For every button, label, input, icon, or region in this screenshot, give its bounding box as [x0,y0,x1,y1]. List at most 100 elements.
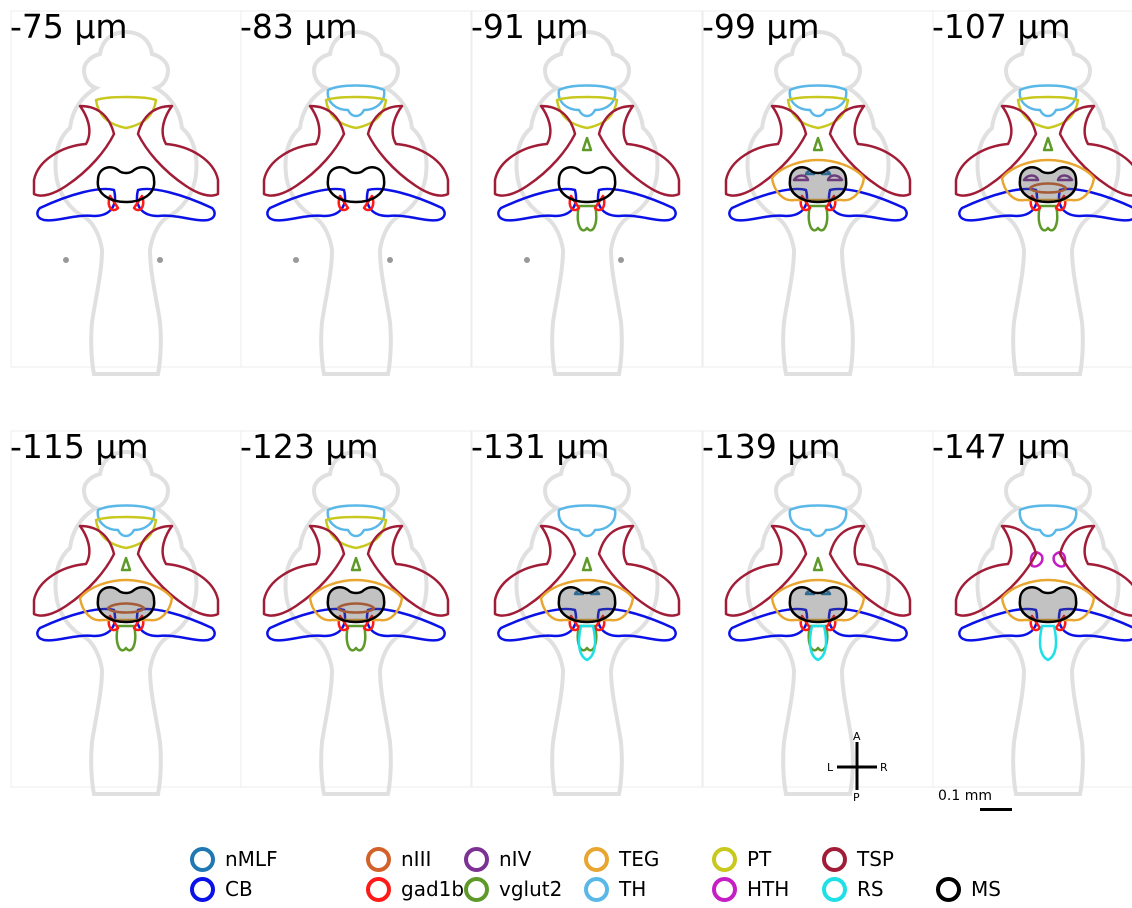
region-outline-niv [792,174,810,182]
legend-label: TH [619,877,647,901]
region-outline-tsp [136,524,220,617]
depth-label: -75 µm [10,7,128,46]
region-outline-rs [808,624,828,662]
depth-label: -123 µm [240,427,379,466]
legend-label: RS [857,877,884,901]
region-outline-cb [36,607,117,642]
region-outline-tsp [828,524,912,617]
region-outline-ms [788,166,848,204]
region-outline-cb [135,187,216,222]
legend-label: nIV [499,847,532,871]
brain-section-drawing [240,10,472,376]
region-outline-teg [539,578,635,622]
legend-item-niii: nIII [366,846,431,872]
brain-section-drawing [240,430,472,796]
legend-ring-icon [190,876,215,902]
panel-frame [932,10,1132,368]
region-outline-vglut2 [1037,204,1059,232]
region-outline-pt [94,515,158,550]
region-outline-tsp [262,524,346,617]
region-outline-tsp [828,104,912,197]
region-outline-cb [365,187,446,222]
legend-item-pt: PT [712,846,771,872]
legend-ring-icon [584,846,609,872]
region-outline-vglut2 [812,556,824,572]
orientation-compass: A P L R [823,730,893,806]
brain-outline [283,449,429,796]
brain-section-panel: -131 µm [471,430,703,820]
region-outline-tsp [724,104,808,197]
region-outline-tsp [366,104,450,197]
panel-frame [471,430,703,788]
marker-dot [618,257,624,263]
region-outline-hth [1052,551,1067,568]
brain-outline [745,29,891,376]
orientation-posterior: P [853,791,860,804]
region-outline-th [1018,504,1078,538]
region-outline-tsp [1058,104,1132,197]
region-outline-cb [958,607,1039,642]
panel-frame [932,430,1132,788]
marker-dot [387,257,393,263]
region-outline-ms [96,166,156,204]
legend-label: vglut2 [499,877,563,901]
brain-outline [745,449,891,796]
legend-item-vglut2: vglut2 [464,876,562,902]
legend-item-tsp: TSP [822,846,894,872]
panel-frame [240,430,472,788]
region-outline-cb [135,607,216,642]
region-outline-pt [324,515,388,550]
brain-section-drawing [471,10,703,376]
region-outline-hth [1029,551,1044,568]
region-outline-cb [266,187,347,222]
region-outline-vglut2 [120,556,132,572]
region-outline-vglut2 [345,624,367,652]
region-outline-cb [36,187,117,222]
legend-ring-icon [464,846,489,872]
region-outline-teg [78,578,174,622]
region-outline-th [96,504,156,538]
region-outline-vglut2 [576,204,598,232]
region-outline-vglut2 [812,136,824,152]
brain-section-drawing [702,430,934,796]
brain-outline [975,449,1121,796]
brain-section-panel: -115 µm [10,430,242,820]
depth-label: -115 µm [10,427,149,466]
brain-section-drawing [932,10,1132,376]
region-outline-niv [826,174,844,182]
region-outline-tsp [954,524,1038,617]
region-outline-niii [1028,182,1068,194]
marker-dot [524,257,530,263]
region-outline-cb [266,607,347,642]
region-outline-th [788,504,848,538]
region-outline-tsp [262,104,346,197]
brain-section-panel: -147 µm [932,430,1132,820]
legend-label: nIII [401,847,432,871]
legend-item-rs: RS [822,876,884,902]
legend-ring-icon [822,846,847,872]
region-outline-th [326,504,386,538]
legend-ring-icon [366,876,391,902]
region-outline-rs [1038,624,1058,662]
region-outline-tsp [493,104,577,197]
region-outline-ms [326,586,386,624]
legend-ring-icon [712,876,737,902]
depth-label: -91 µm [471,7,589,46]
depth-label: -139 µm [702,427,841,466]
depth-label: -83 µm [240,7,358,46]
region-outline-th [1018,84,1078,118]
legend-label: TSP [857,847,894,871]
region-outline-cb [827,187,908,222]
brain-section-panel: -75 µm [10,10,242,400]
region-outline-tsp [597,524,681,617]
depth-label: -99 µm [702,7,820,46]
marker-dot [63,257,69,263]
region-outline-cb [365,607,446,642]
region-outline-cb [728,607,809,642]
brain-section-drawing [702,10,934,376]
region-outline-niii [336,602,376,614]
scale-bar: 0.1 mm [938,788,1028,818]
region-outline-tsp [724,524,808,617]
region-outline-niii [106,602,146,614]
brain-outline [53,449,199,796]
